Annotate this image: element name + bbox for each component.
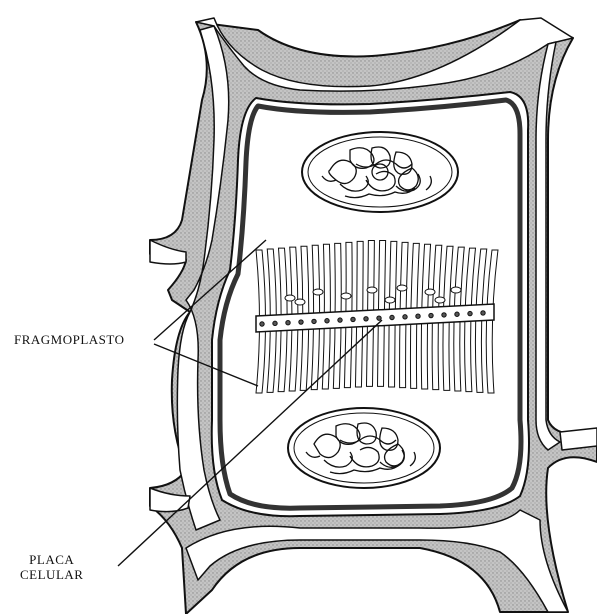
vesicle xyxy=(295,299,305,305)
plate-vesicle xyxy=(312,319,316,323)
plate-vesicle xyxy=(390,315,394,319)
plate-vesicle xyxy=(468,311,472,315)
label-placa-line1: PLACA xyxy=(20,552,83,567)
vesicle xyxy=(435,297,445,303)
plate-vesicle xyxy=(377,316,381,320)
vesicle xyxy=(397,285,407,291)
label-fragmoplasto: FRAGMOPLASTO xyxy=(14,332,125,347)
plate-vesicle xyxy=(338,318,342,322)
plate-vesicle xyxy=(364,317,368,321)
plate-vesicle xyxy=(260,322,264,326)
plate-vesicle xyxy=(299,320,303,324)
plate-vesicle xyxy=(325,319,329,323)
plate-vesicle xyxy=(442,313,446,317)
plate-vesicle xyxy=(429,313,433,317)
plate-vesicle xyxy=(403,315,407,319)
plate-vesicle xyxy=(481,311,485,315)
label-placa-celular: PLACA CELULAR xyxy=(20,552,83,582)
plate-vesicle xyxy=(273,321,277,325)
vesicle xyxy=(451,287,461,293)
plate-vesicle xyxy=(416,314,420,318)
vesicle xyxy=(425,289,435,295)
vesicle xyxy=(385,297,395,303)
wall-stub-right xyxy=(560,428,597,450)
vesicle xyxy=(341,293,351,299)
plate-vesicle xyxy=(351,317,355,321)
vesicle xyxy=(285,295,295,301)
plate-vesicle xyxy=(286,321,290,325)
vesicle xyxy=(313,289,323,295)
vesicle xyxy=(367,287,377,293)
label-placa-line2: CELULAR xyxy=(20,567,83,582)
plate-vesicle xyxy=(455,312,459,316)
